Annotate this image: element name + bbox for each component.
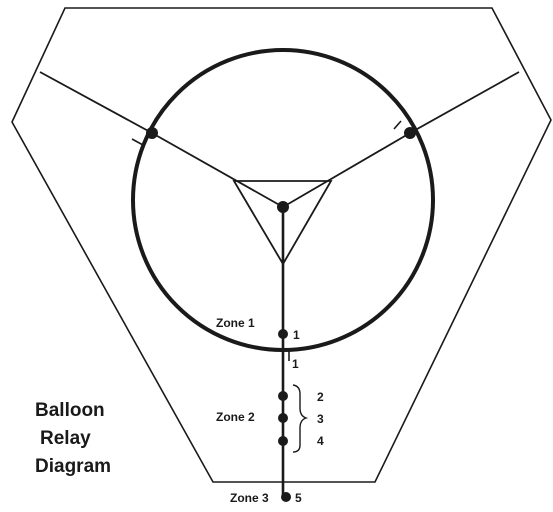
right-inner-line [282,132,411,208]
diagram-title-line-3: Diagram [35,456,111,477]
outer-boundary [11,7,552,483]
left-spoke [39,71,153,134]
zone2-number-4: 4 [317,434,324,448]
diagram-title-line-1: Balloon [35,400,105,421]
zone3-node [281,492,291,502]
center-node [277,201,289,213]
zone3-number: 5 [295,491,302,505]
zone1-node [278,329,288,339]
zone2-number-3: 3 [317,412,324,426]
zone2-brace [292,384,309,453]
diagram-title-line-2: Relay [40,428,91,449]
left-tick [131,138,144,146]
left-inner-line [151,132,284,208]
zone1-label: Zone 1 [216,316,255,330]
zone2-node-c [278,436,288,446]
right-node [404,127,416,139]
left-node [146,127,158,139]
zone2-node-a [278,391,288,401]
zone3-label: Zone 3 [230,491,269,505]
center-triangle [232,180,333,266]
right-spoke [409,71,520,134]
boundary-number: 1 [292,357,299,371]
right-tick [393,120,402,130]
zone2-node-b [278,413,288,423]
zone2-number-2: 2 [317,390,324,404]
zone1-number: 1 [293,328,300,342]
zone2-label: Zone 2 [216,410,255,424]
